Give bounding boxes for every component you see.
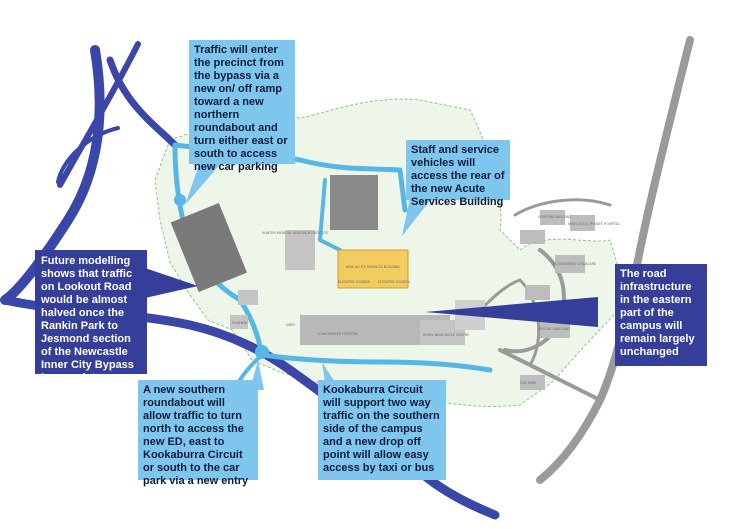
label-elevated-garden-west: ELEVATED GARDEN: [338, 280, 370, 284]
callout-kookaburra-circuit: Kookaburra Circuit will support two way …: [318, 380, 446, 480]
label-hunter-medical-research-institute: HUNTER MEDICAL RESEARCH INSTITUTE: [262, 231, 328, 235]
callout-pointers: [145, 162, 598, 390]
callout-acute-services-access: Staff and service vehicles will access t…: [406, 140, 510, 208]
callout-eastern-roads: The road infrastructure in the eastern p…: [615, 264, 707, 366]
label-elevated-garden-east: ELEVATED GARDEN: [378, 280, 410, 284]
label-hmri: HMRI: [286, 323, 295, 327]
callout-northern-entry: Traffic will enter the precinct from the…: [189, 40, 295, 173]
label-kookaburra-childcare: KOOKABURRA CHILDCARE: [553, 262, 596, 266]
label-gosford-building: GOSFORD BUILDING: [538, 215, 572, 219]
callout-lookout-road: Future modelling shows that traffic on L…: [35, 250, 147, 384]
building-labels: NEW ACUTE SERVICES BUILDING ELEVATED GAR…: [232, 215, 620, 385]
callout-southern-roundabout: A new southern roundabout will allow tra…: [138, 380, 258, 487]
label-john-hunter-hospital: JOHN HUNTER HOSPITAL: [317, 332, 358, 336]
new-acute-services-building: [337, 249, 409, 289]
label-special-care-unit: SPECIAL CARE UNIT: [538, 327, 571, 331]
label-royal-newcastle-centre: ROYAL NEWCASTLE CENTRE: [423, 333, 469, 337]
label-newcastle-private-hospital: NEWCASTLE PRIVATE HOSPITAL: [568, 222, 620, 226]
buildings: [170, 175, 595, 390]
label-new-acute-services: NEW ACUTE SERVICES BUILDING: [346, 265, 400, 269]
label-forensic: FORENSIC: [232, 321, 249, 325]
label-eastern-car-park: CAR PARK: [520, 381, 537, 385]
